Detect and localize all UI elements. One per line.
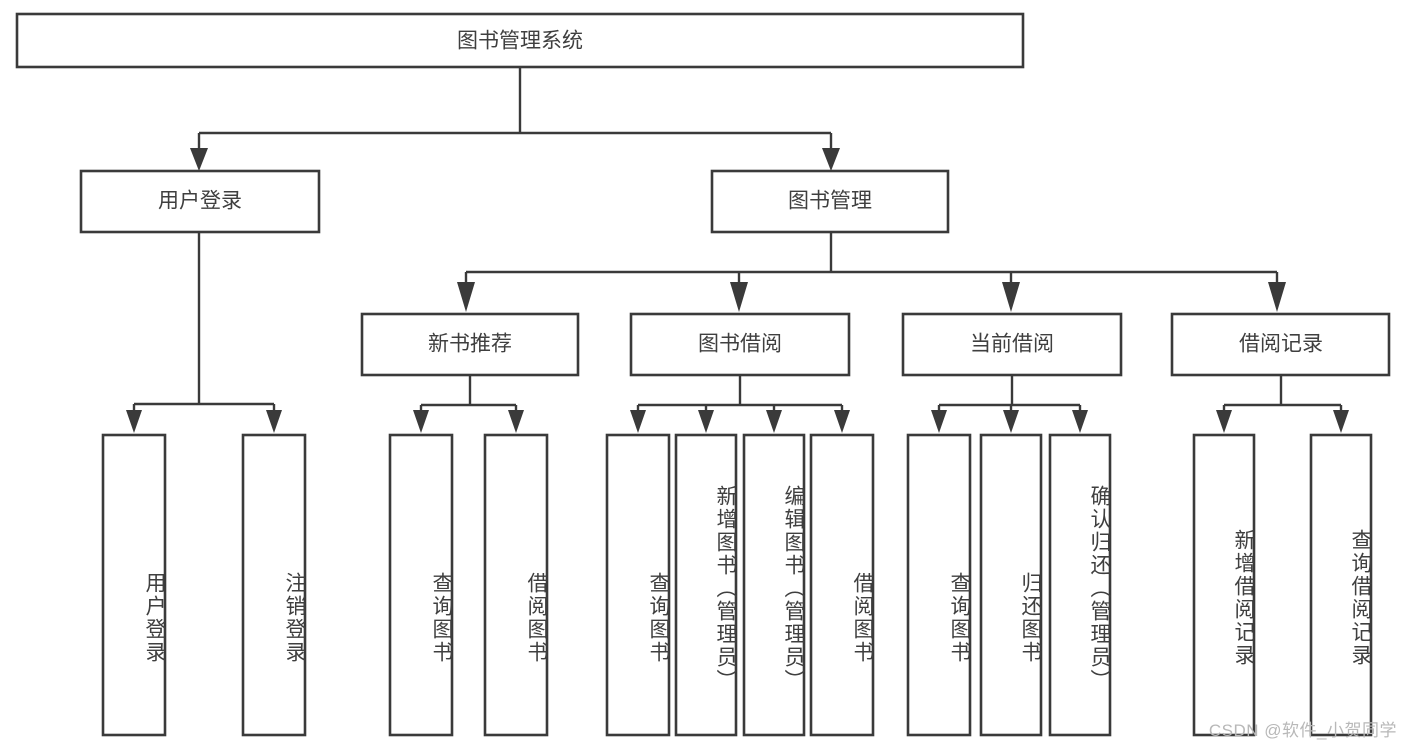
node-borrow-record[interactable] — [1170, 312, 1391, 377]
node-leaf-user-login[interactable] — [101, 433, 167, 737]
node-leaf-query-book-3[interactable] — [906, 433, 972, 737]
node-leaf-borrow-book-1[interactable] — [483, 433, 549, 737]
node-leaf-query-book-2[interactable] — [605, 433, 671, 737]
arrow-leaf-user-login-2 — [266, 410, 282, 433]
node-book-management-label: 图书管理 — [788, 190, 872, 213]
node-leaf-query-book-1[interactable] — [388, 433, 454, 737]
node-user-login[interactable] — [79, 169, 321, 234]
arrow-leaf-borrowrecord-1 — [1216, 410, 1232, 433]
arrow-leaf-bookborrow-3 — [766, 410, 782, 433]
node-new-book-recommend-label: 新书推荐 — [428, 333, 512, 356]
node-leaf-add-book-admin[interactable] — [674, 433, 738, 737]
node-leaf-confirm-return-admin[interactable] — [1048, 433, 1112, 737]
node-root-system-label: 图书管理系统 — [457, 30, 583, 53]
node-leaf-add-borrow-record[interactable] — [1192, 433, 1256, 737]
arrow-borrow-record — [1268, 282, 1286, 312]
arrow-book-borrow — [730, 282, 748, 312]
node-user-login-label: 用户登录 — [158, 190, 242, 213]
node-borrow-record-label: 借阅记录 — [1239, 333, 1323, 356]
node-current-borrow[interactable] — [901, 312, 1123, 377]
node-book-management[interactable] — [710, 169, 950, 234]
arrow-leaf-newbook-2 — [508, 410, 524, 433]
arrow-leaf-user-login-1 — [126, 410, 142, 433]
node-leaf-borrow-book-2[interactable] — [809, 433, 875, 737]
node-leaf-return-book[interactable] — [979, 433, 1043, 737]
arrow-book-mgmt — [822, 148, 840, 171]
node-layer: 图书管理系统 用户登录 图书管理 新书推荐 图书借阅 当前借阅 借阅记录 — [15, 12, 1391, 737]
arrow-leaf-currentborrow-1 — [931, 410, 947, 433]
node-root-system[interactable] — [15, 12, 1025, 69]
node-leaf-edit-book-admin[interactable] — [742, 433, 806, 737]
node-current-borrow-label: 当前借阅 — [970, 333, 1054, 356]
arrow-leaf-bookborrow-2 — [698, 410, 714, 433]
node-leaf-logout[interactable] — [241, 433, 307, 737]
connector-layer — [126, 67, 1349, 433]
arrow-leaf-bookborrow-4 — [834, 410, 850, 433]
arrow-leaf-currentborrow-3 — [1072, 410, 1088, 433]
node-book-borrow-label: 图书借阅 — [698, 333, 782, 356]
arrow-user-login — [190, 148, 208, 171]
arrow-current-borrow — [1002, 282, 1020, 312]
arrow-new-book-rec — [457, 282, 475, 312]
arrow-leaf-bookborrow-1 — [630, 410, 646, 433]
watermark: CSDN @软件_小贺同学 — [1208, 721, 1397, 740]
node-leaf-query-borrow-record[interactable] — [1309, 433, 1373, 737]
node-new-book-recommend[interactable] — [360, 312, 580, 377]
arrow-leaf-currentborrow-2 — [1003, 410, 1019, 433]
arrow-leaf-newbook-1 — [413, 410, 429, 433]
arrow-leaf-borrowrecord-2 — [1333, 410, 1349, 433]
node-book-borrow[interactable] — [629, 312, 851, 377]
